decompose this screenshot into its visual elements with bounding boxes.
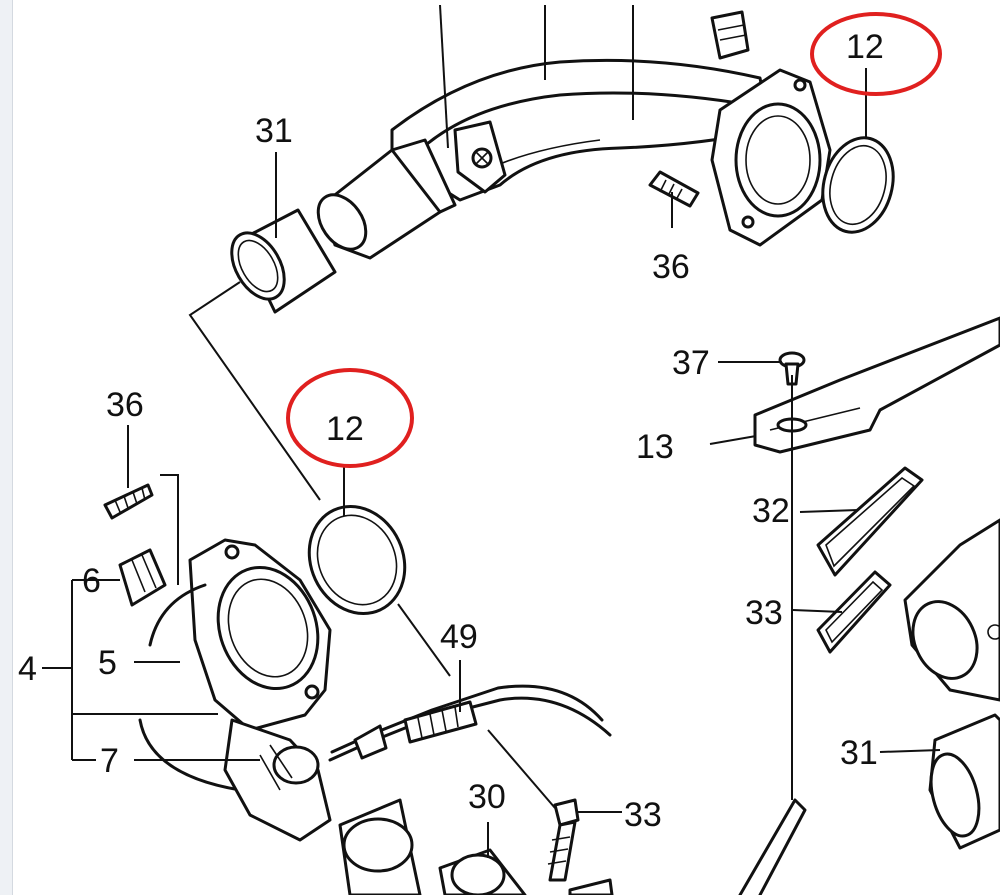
o-ring-12-mid xyxy=(307,504,407,616)
thermostat-housing-5 xyxy=(188,538,332,732)
bolt-36-left xyxy=(103,483,154,520)
pipe-clamp xyxy=(453,120,507,194)
sensor-49 xyxy=(328,684,612,762)
upper-curved-pipe xyxy=(390,58,772,202)
bracket-6 xyxy=(118,548,167,607)
callout-30: 30 xyxy=(468,778,506,816)
callout-31-top: 31 xyxy=(255,112,293,150)
callout-36-left: 36 xyxy=(106,386,144,424)
hose-sleeve-31-top xyxy=(230,208,337,314)
callout-12-mid: 12 xyxy=(326,410,364,448)
callout-numbers: 31 12 36 37 13 32 33 31 36 12 6 4 5 7 49… xyxy=(18,28,884,834)
callout-31-right: 31 xyxy=(840,734,878,772)
highlight-circle-12-top xyxy=(810,12,942,96)
hose-sleeve-31-right xyxy=(928,713,1000,850)
upper-flange xyxy=(710,68,832,247)
housing-body-lower xyxy=(138,583,332,842)
callout-6: 6 xyxy=(82,562,101,600)
leader-lines xyxy=(42,4,941,858)
highlight-annotations xyxy=(286,12,942,468)
highlight-circle-12-mid xyxy=(286,368,414,468)
o-ring-12-top xyxy=(821,136,895,234)
small-bracket-top xyxy=(710,10,750,60)
callout-12-top: 12 xyxy=(846,28,884,66)
callout-7: 7 xyxy=(100,742,119,780)
callout-33-bottom: 33 xyxy=(624,796,662,834)
callout-36-top: 36 xyxy=(652,248,690,286)
gasket-32 xyxy=(816,466,924,577)
bottom-right-pipe xyxy=(738,798,807,895)
callout-13: 13 xyxy=(636,428,674,466)
callout-32: 32 xyxy=(752,492,790,530)
callout-5: 5 xyxy=(98,644,117,682)
callout-4: 4 xyxy=(18,650,37,688)
right-housing xyxy=(903,518,1000,702)
window-left-edge xyxy=(0,0,13,895)
hose-30 xyxy=(338,798,527,895)
gasket-33 xyxy=(816,570,892,654)
bolt-33-bottom xyxy=(547,798,614,895)
upper-sleeve-inner xyxy=(316,138,457,260)
bolt-36-top xyxy=(648,170,700,208)
callout-33-right: 33 xyxy=(745,594,783,632)
callout-37: 37 xyxy=(672,344,710,382)
callout-49: 49 xyxy=(440,618,478,656)
